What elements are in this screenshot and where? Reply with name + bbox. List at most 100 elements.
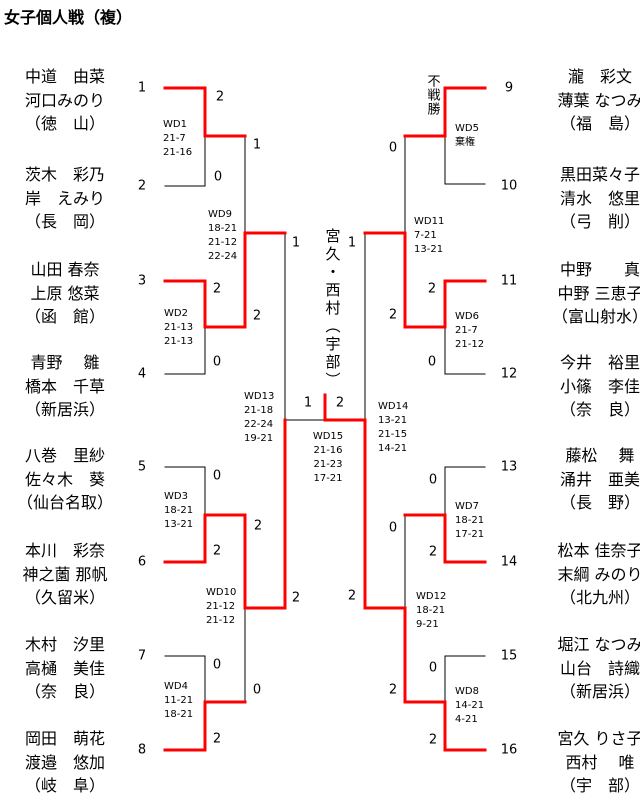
player-name: 佐々木 葵 xyxy=(24,469,105,489)
player-name: 岸 えみり xyxy=(24,188,105,208)
walkover-label: 不戦勝 xyxy=(424,74,440,116)
player-team: （富山射水） xyxy=(551,306,640,326)
player-entry: 今井 裕里小篠 李佳 （奈 良） xyxy=(540,351,640,422)
bottom-score: 2 xyxy=(347,588,357,604)
seed-number: 1 xyxy=(137,80,147,96)
match-id: WD1 xyxy=(163,119,187,130)
player-entry: 堀江 なつみ山台 詩織（新居浜） xyxy=(540,633,640,704)
game-score: 9-21 xyxy=(416,619,439,630)
player-entry: 黒田菜々子清水 悠里（弓 削） xyxy=(540,163,640,234)
match-id: WD11 xyxy=(414,216,445,227)
game-score: 21-16 xyxy=(313,445,343,456)
player-name: 本川 彩奈 xyxy=(24,540,105,560)
match-id: WD4 xyxy=(164,681,188,692)
game-score: 17-21 xyxy=(455,529,485,540)
match-id: WD7 xyxy=(455,501,479,512)
bottom-score: 0 xyxy=(427,354,437,370)
player-name: 清水 悠里 xyxy=(559,188,640,208)
game-score: 7-21 xyxy=(414,230,437,241)
game-score: 18-21 xyxy=(455,515,485,526)
game-score: 21-7 xyxy=(455,325,478,336)
player-entry: 中野 真中野 三恵子（富山射水） xyxy=(540,258,640,329)
player-name: 高樋 美佳 xyxy=(24,658,105,678)
game-score: 21-13 xyxy=(164,322,194,333)
player-name: 上原 悠菜 xyxy=(30,283,100,303)
game-score: 21-12 xyxy=(206,615,236,626)
seed-number: 6 xyxy=(137,554,147,570)
player-name: 末綱 みのり xyxy=(557,564,640,584)
top-score: 0 xyxy=(388,140,398,156)
player-entry: 岡田 萌花渡邉 悠加（岐 阜） xyxy=(5,727,125,797)
player-team: （宇 部） xyxy=(559,775,640,795)
seed-number: 7 xyxy=(137,648,147,664)
player-name: 中野 真 xyxy=(559,259,640,279)
game-score: 21-12 xyxy=(455,339,485,350)
match-id: WD15 xyxy=(312,431,344,442)
player-name: 橋本 千草 xyxy=(24,376,105,396)
player-name: 涌井 亜美 xyxy=(559,469,640,489)
game-score: 棄権 xyxy=(455,137,475,148)
player-entry: 山田 春奈上原 悠菜（函 館） xyxy=(5,258,125,329)
game-score: 18-21 xyxy=(208,223,238,234)
match-id: WD13 xyxy=(244,391,275,402)
seed-number: 4 xyxy=(137,366,147,382)
player-team: （新居浜） xyxy=(559,681,640,701)
bottom-score: 2 xyxy=(428,544,438,560)
player-name: 神之薗 那帆 xyxy=(22,564,108,584)
player-team: （新居浜） xyxy=(24,399,105,419)
final-left-score: 1 xyxy=(303,395,313,411)
top-score: 0 xyxy=(428,472,438,488)
player-team: （仙台名取） xyxy=(16,492,113,512)
game-score: 21-7 xyxy=(163,133,186,144)
player-team: （長 野） xyxy=(559,492,640,512)
player-team: （奈 良） xyxy=(559,399,640,419)
bottom-score: 2 xyxy=(388,682,398,698)
top-score: 1 xyxy=(347,235,357,251)
player-name: 小篠 李佳 xyxy=(559,376,640,396)
player-name: 渡邉 悠加 xyxy=(24,752,105,772)
seed-number: 10 xyxy=(500,178,518,194)
seed-number: 12 xyxy=(500,366,518,382)
player-entry: 藤松 舞涌井 亜美 （長 野） xyxy=(540,444,640,515)
game-score: 18-21 xyxy=(164,505,194,516)
game-score: 22-24 xyxy=(244,419,274,430)
top-score: 0 xyxy=(212,468,222,484)
game-score: 11-21 xyxy=(164,695,194,706)
player-entry: 木村 汐里高樋 美佳（奈 良） xyxy=(5,633,125,704)
top-score: 1 xyxy=(252,137,262,153)
match-id: WD8 xyxy=(455,686,479,697)
player-entry: 本川 彩奈神之薗 那帆 （久留米） xyxy=(5,539,125,610)
match-id: WD3 xyxy=(164,491,188,502)
game-score: 22-24 xyxy=(208,251,238,262)
bottom-score: 2 xyxy=(212,543,222,559)
player-entry: 宮久 りさ子西村 唯（宇 部） xyxy=(540,727,640,797)
player-team: （久留米） xyxy=(24,587,105,607)
player-entry: 瀧 彩文薄葉 なつみ（福 島） xyxy=(540,65,640,136)
match-id: WD6 xyxy=(455,311,479,322)
match-id: WD9 xyxy=(208,209,232,220)
game-score: 21-13 xyxy=(164,336,194,347)
player-name: 山田 春奈 xyxy=(30,259,100,279)
top-score: 1 xyxy=(291,235,301,251)
player-name: 今井 裕里 xyxy=(559,352,640,372)
player-name: 藤松 舞 xyxy=(565,445,635,465)
game-score: 13-21 xyxy=(164,519,194,530)
seed-number: 15 xyxy=(500,648,518,664)
player-name: 河口みのり xyxy=(24,90,105,110)
player-team: （奈 良） xyxy=(24,681,105,701)
game-score: 17-21 xyxy=(313,473,343,484)
seed-number: 2 xyxy=(137,178,147,194)
bottom-score: 2 xyxy=(252,308,262,324)
top-score: 0 xyxy=(388,520,398,536)
game-score: 4-21 xyxy=(455,714,478,725)
player-name: 堀江 なつみ xyxy=(557,634,640,654)
match-label: WD6 21-7 21-12 xyxy=(455,310,484,352)
